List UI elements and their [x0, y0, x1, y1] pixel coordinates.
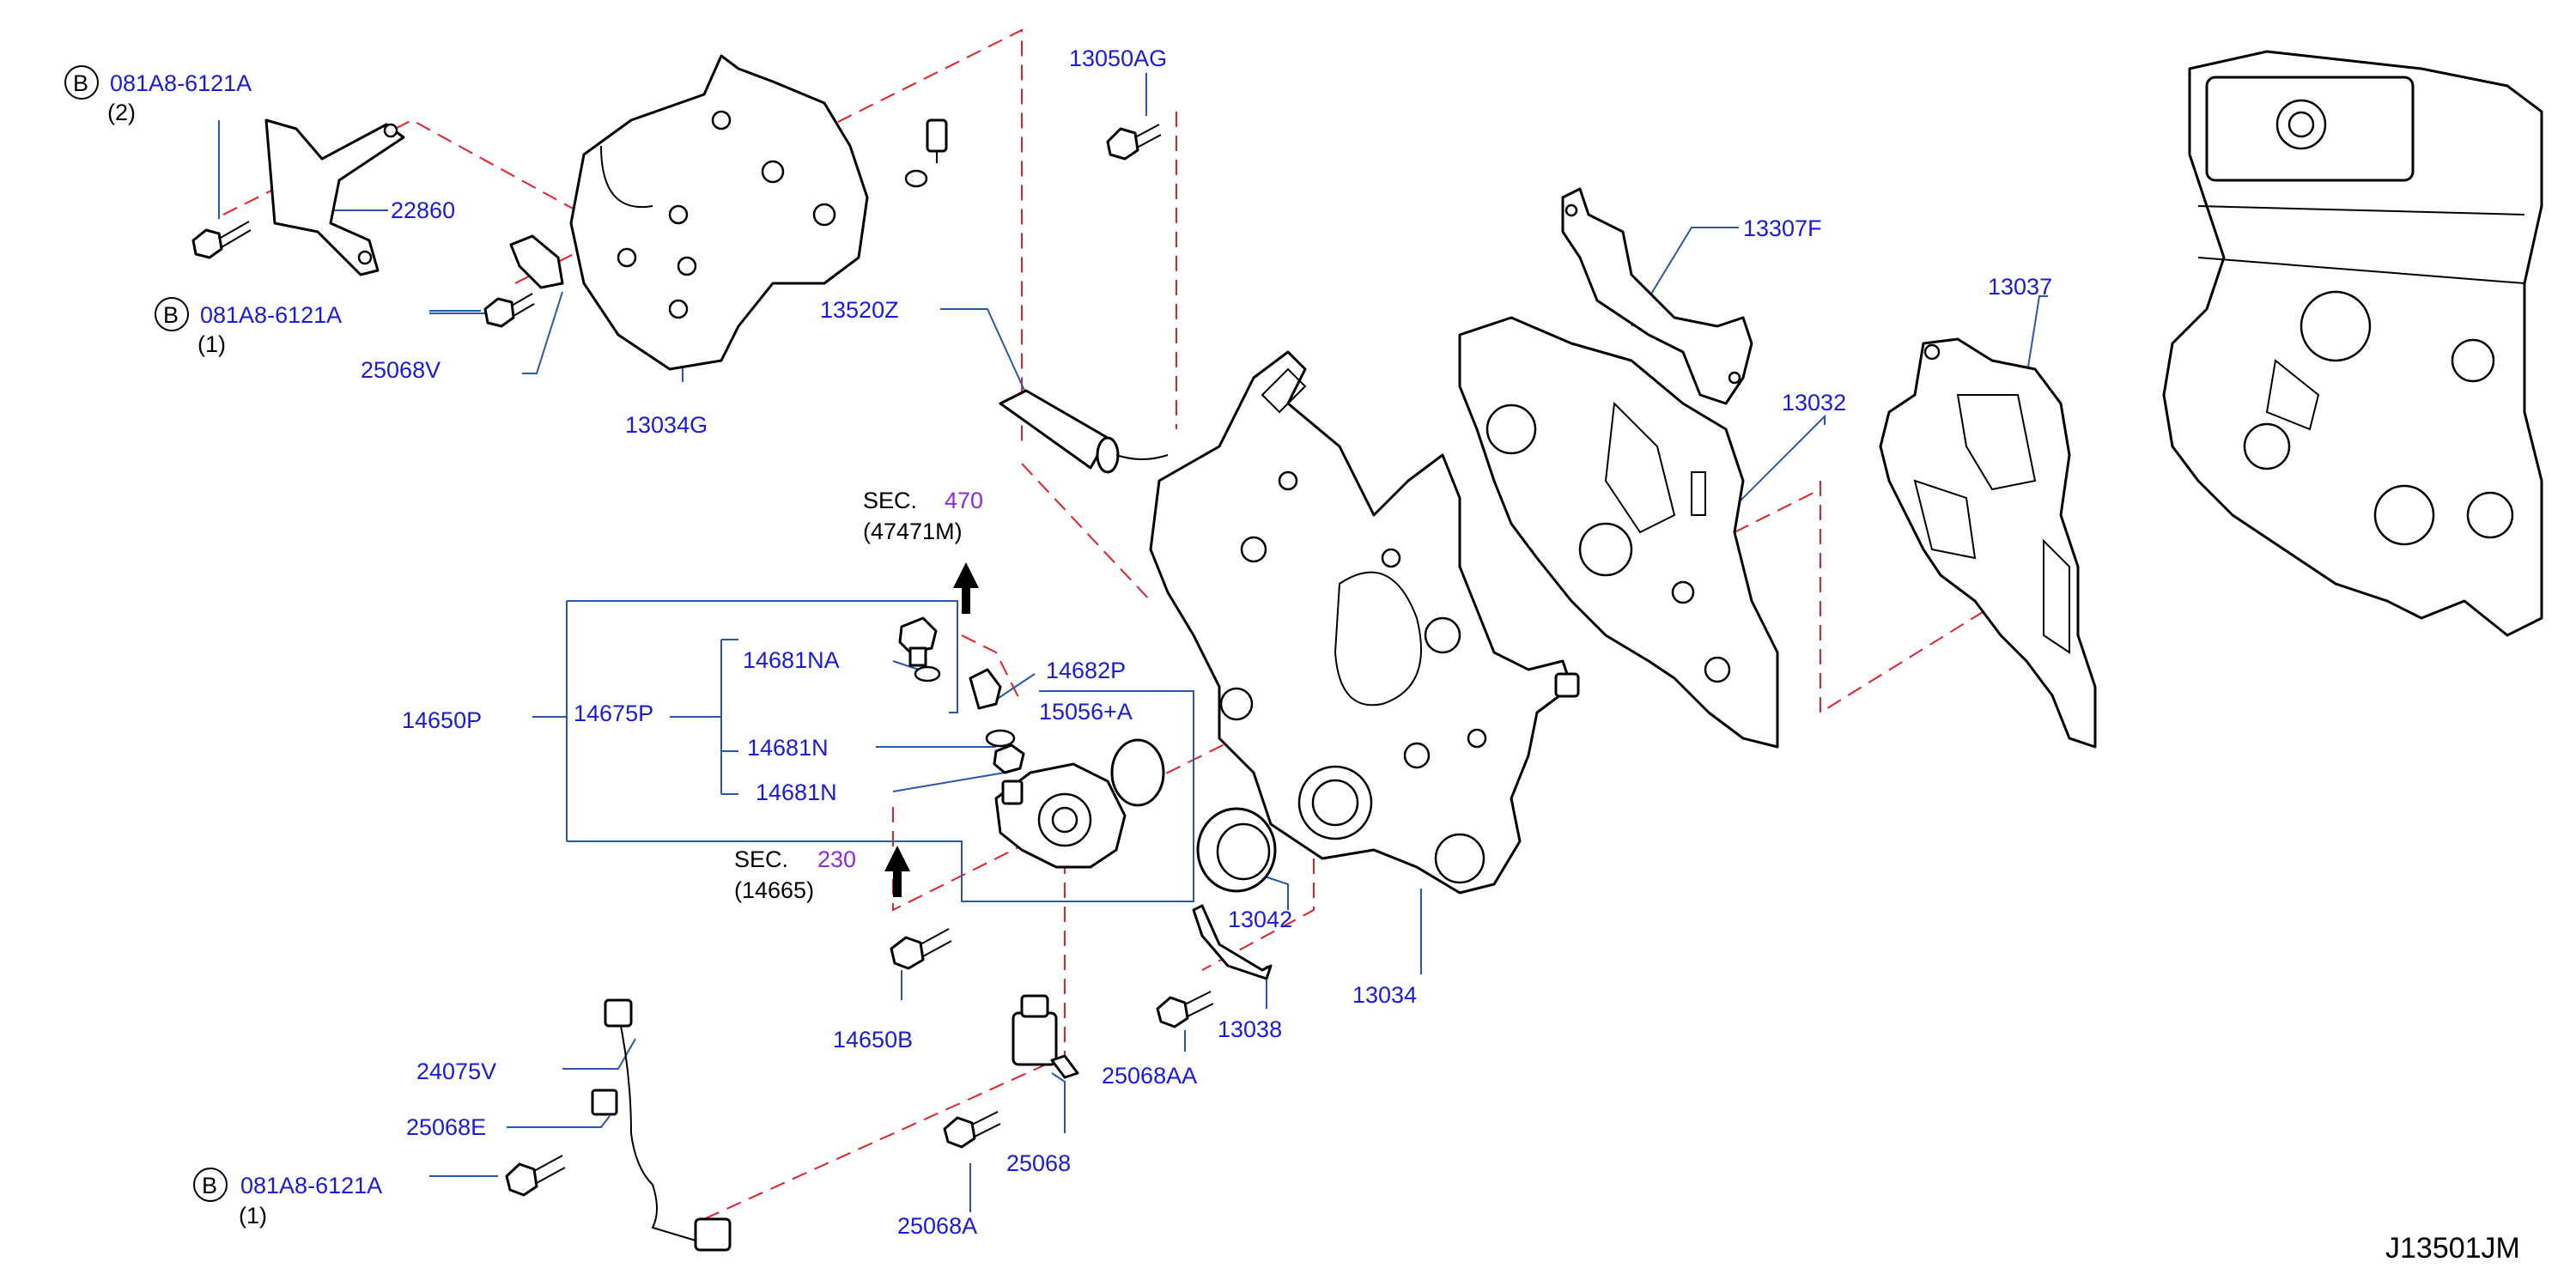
label-13034: 13034	[1352, 982, 1417, 1008]
callout-leader-lines	[218, 73, 2048, 1212]
label-14650P: 14650P	[402, 707, 482, 733]
badge-b-mid	[155, 297, 189, 331]
badge-b-top	[64, 65, 99, 100]
label-25068AA: 25068AA	[1102, 1063, 1197, 1089]
label-14681NA: 14681NA	[743, 647, 840, 673]
bolt-081A8-bottom	[505, 1155, 566, 1197]
bolt-14650B	[890, 928, 952, 970]
vacuum-pump-14650P	[994, 762, 1127, 869]
label-14675P: 14675P	[574, 701, 653, 726]
label-13042: 13042	[1228, 907, 1292, 932]
sec470-number: 470	[945, 488, 983, 513]
badge-b-mid-letter: B	[163, 302, 179, 328]
qty-081A8-mid: (1)	[197, 331, 226, 357]
label-081A8-top: 081A8-6121A	[110, 70, 252, 96]
bolt-13050AG	[1106, 124, 1162, 161]
label-14681N-b: 14681N	[756, 780, 837, 805]
label-13520Z: 13520Z	[820, 297, 899, 323]
connector-14682P	[969, 668, 1002, 710]
front-cover-13034	[1149, 350, 1580, 895]
label-14682P: 14682P	[1046, 658, 1126, 683]
gasket-13307F	[1561, 187, 1753, 405]
arrow-sec470	[953, 562, 979, 614]
label-13050AG: 13050AG	[1069, 46, 1167, 71]
qty-081A8-top: (2)	[107, 100, 136, 125]
qty-081A8-bot: (1)	[239, 1203, 267, 1228]
label-13307F: 13307F	[1743, 215, 1822, 241]
gasket-15056A	[1110, 738, 1165, 807]
label-14681N-a: 14681N	[747, 735, 829, 761]
label-13032: 13032	[1782, 390, 1846, 416]
label-14650B: 14650B	[833, 1027, 913, 1053]
sec470-prefix: SEC.	[863, 488, 917, 513]
bracket-22860	[264, 118, 405, 276]
clip-25068V	[509, 234, 564, 289]
sealant-tube-13520Z	[999, 389, 1169, 474]
label-081A8-mid: 081A8-6121A	[200, 302, 342, 328]
oil-seal-13042	[1196, 807, 1277, 893]
banjo-bolt-14681NA	[898, 616, 941, 682]
sensor-small	[904, 118, 948, 188]
bolt-081A8-mid	[483, 293, 535, 328]
label-25068E: 25068E	[406, 1114, 486, 1140]
engine-block	[2162, 50, 2543, 637]
badge-b-bot-letter: B	[202, 1173, 217, 1198]
label-13037: 13037	[1988, 274, 2052, 300]
sec230-prefix: SEC.	[734, 846, 788, 872]
label-15056A: 15056+A	[1039, 699, 1133, 725]
arrow-sec230	[884, 846, 910, 897]
label-24075V: 24075V	[416, 1059, 496, 1084]
rear-plate-13032	[1458, 316, 1779, 749]
bolt-081A8-top	[191, 221, 252, 259]
sec470-sub: (47471M)	[863, 519, 963, 544]
sec230-number: 230	[817, 846, 856, 872]
badge-b-bot	[193, 1168, 228, 1202]
label-22860: 22860	[391, 197, 455, 223]
label-13038: 13038	[1218, 1016, 1282, 1042]
engine-mount-13034G	[569, 54, 869, 371]
label-25068V: 25068V	[361, 357, 440, 383]
diagram-reference-id: J13501JM	[2385, 1232, 2520, 1265]
sec230-sub: (14665)	[734, 877, 814, 903]
label-25068: 25068	[1006, 1150, 1071, 1176]
bracket-13038	[1192, 904, 1273, 980]
gasket-13037	[1879, 337, 2097, 749]
washers-14681N	[985, 729, 1025, 774]
label-13034G: 13034G	[625, 412, 708, 438]
bolt-25068A	[943, 1111, 1001, 1149]
label-25068A: 25068A	[897, 1213, 977, 1239]
badge-b-top-letter: B	[73, 70, 88, 96]
harness-24075V	[591, 998, 732, 1252]
sensor-25068	[1012, 994, 1079, 1079]
label-081A8-bot: 081A8-6121A	[240, 1173, 382, 1198]
bolt-25068AA	[1156, 991, 1214, 1028]
